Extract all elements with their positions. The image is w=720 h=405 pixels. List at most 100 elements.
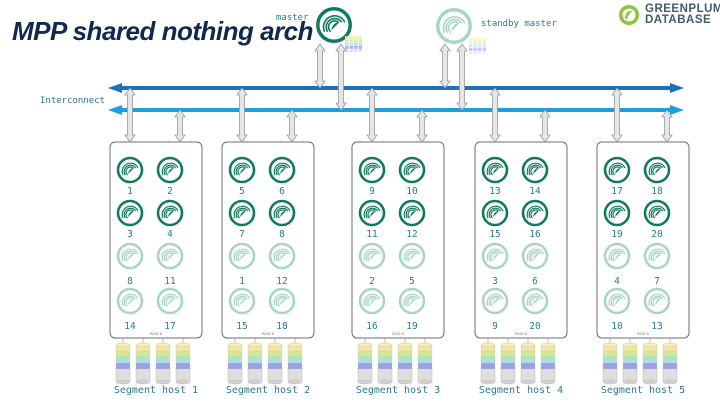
disk-layer [520, 350, 536, 358]
mirror-segment-icon-core [533, 299, 539, 305]
raid-label: RAID 6 [637, 332, 649, 336]
primary-segment-number: 12 [406, 229, 418, 240]
segment-host-label: Segment host 5 [600, 385, 686, 396]
mirror-segment-icon-core [280, 254, 286, 260]
mirror-segment-icon-arc [275, 250, 289, 262]
mirror-segment-icon-arc [650, 295, 664, 307]
primary-segment-number: 2 [167, 186, 173, 197]
mirror-segment-icon-core [128, 299, 134, 305]
master-disks-icon-cell [349, 42, 353, 46]
host-5-arrow-bus2 [661, 109, 673, 143]
segment-host-label: Segment host 1 [113, 385, 199, 396]
mirror-segment-icon [643, 287, 671, 315]
disk-layer [480, 350, 496, 358]
disk-layer [662, 362, 678, 370]
interconnect-bus-2-arrow-right [670, 105, 684, 115]
primary-segment-icon-arc [237, 209, 246, 219]
host-1-arrow-bus2-shape [174, 109, 186, 143]
mirror-segment-icon-core [493, 299, 499, 305]
disk-bottom [377, 379, 393, 385]
mirror-segment-number: 14 [124, 321, 136, 332]
host-3-arrow-bus1 [366, 87, 378, 143]
mirror-segment-icon [116, 287, 144, 315]
disk-layer [247, 356, 263, 364]
standby-disks-icon-cell [482, 38, 486, 41]
master-disks-icon-cell [345, 45, 349, 49]
primary-segment-icon-arc [486, 205, 504, 219]
disk-layer [155, 350, 171, 358]
mirror-segment-icon-arc [407, 252, 416, 262]
mirror-segment-icon-arc [275, 295, 289, 307]
mirror-segment-icon [398, 242, 426, 270]
primary-segment-number: 10 [406, 186, 418, 197]
standby-disks-icon [469, 38, 486, 55]
mirror-segment-icon-core [615, 299, 621, 305]
mirror-segment-icon-core [240, 299, 246, 305]
disk-bottom [155, 379, 171, 385]
primary-segment-icon-arc [530, 209, 539, 219]
mirror-segment-icon-arc [528, 295, 542, 307]
mirror-segment-icon-arc [610, 250, 624, 262]
primary-segment-icon [481, 156, 509, 184]
disk-bottom [115, 379, 131, 385]
disk-layer [417, 356, 433, 364]
mirror-segment-icon-arc [407, 297, 416, 307]
disk-layer [175, 350, 191, 358]
disk-layer [480, 356, 496, 364]
disk-top [155, 342, 171, 348]
mirror-segment-icon-core [410, 254, 416, 260]
disk-top [602, 342, 618, 348]
standby-disks-icon-cell [482, 47, 486, 51]
mirror-segment-icon-arc [165, 297, 174, 307]
standby-arrow-bus2 [456, 43, 468, 111]
interconnect-bus-1-arrow-left [108, 83, 122, 93]
master-disks-icon-cell [354, 45, 358, 49]
primary-segment-number: 7 [239, 229, 245, 240]
primary-segment-icon-arc [407, 166, 416, 176]
standby-disks-icon-cell [473, 51, 477, 55]
mirror-segment-icon-arc [488, 250, 502, 262]
primary-segment-icon-arc [365, 207, 379, 219]
primary-segment-icon-core [410, 168, 416, 174]
mirror-segment-icon-arc [608, 293, 626, 307]
disk-top [622, 342, 638, 348]
mirror-segment-icon-core [280, 299, 286, 305]
primary-segment-icon-arc [237, 166, 246, 176]
standby-disks-icon-cell [469, 44, 473, 48]
standby-disks-icon-cell [469, 47, 473, 51]
mirror-segment-number: 17 [164, 321, 176, 332]
disk-top [377, 342, 393, 348]
primary-segment-icon-arc [123, 207, 137, 219]
standby-master-icon-arc [445, 18, 463, 34]
mirror-segment-icon-arc [121, 248, 139, 262]
disk-layer [227, 350, 243, 358]
interconnect-bus-2 [108, 105, 684, 115]
mirror-segment-icon-core [655, 254, 661, 260]
primary-segment-icon [156, 199, 184, 227]
mirror-segment-number: 13 [651, 321, 663, 332]
mirror-segment-icon-arc [161, 293, 179, 307]
master-disks-icon-cell [358, 36, 362, 39]
disk-bottom [622, 379, 638, 385]
disk-layer [357, 350, 373, 358]
primary-segment-number: 16 [529, 229, 541, 240]
disk-layer [417, 350, 433, 358]
mirror-segment-icon-arc [490, 252, 499, 262]
disk-layer [642, 350, 658, 358]
master-disks-icon-cell [345, 42, 349, 46]
primary-segment-icon [268, 156, 296, 184]
mirror-segment-icon-core [655, 299, 661, 305]
primary-segment-icon-core [128, 168, 134, 174]
primary-segment-icon-arc [608, 205, 626, 219]
interconnect-bus-1 [108, 83, 684, 93]
primary-segment-icon-arc [650, 164, 664, 176]
mirror-segment-icon-arc [121, 293, 139, 307]
mirror-segment-icon-arc [488, 295, 502, 307]
primary-segment-icon [398, 199, 426, 227]
standby-disks-icon-cell [469, 38, 473, 41]
disk-layer [135, 356, 151, 364]
interconnect-bus-1-arrow-right [670, 83, 684, 93]
mirror-segment-icon-arc [526, 248, 544, 262]
mirror-segment-number: 6 [532, 276, 538, 287]
primary-segment-icon-arc [490, 209, 499, 219]
